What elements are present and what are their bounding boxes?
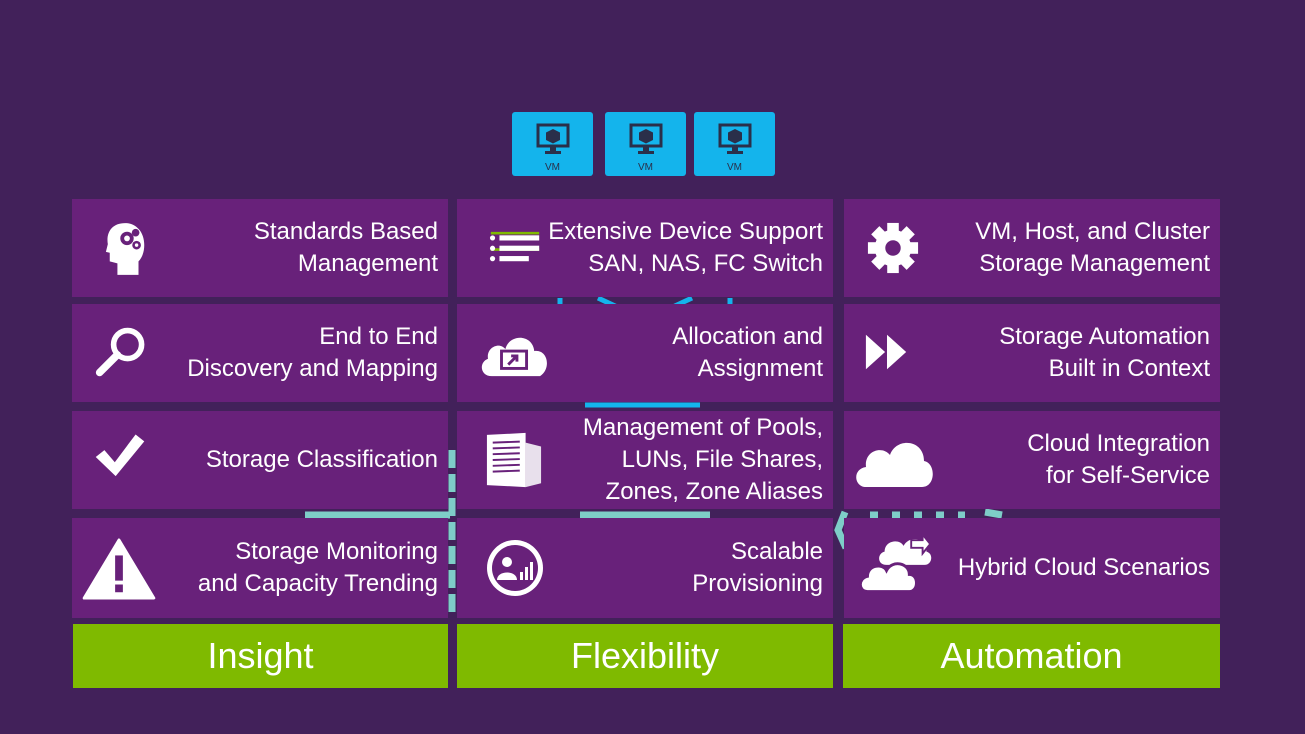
tile-label: Extensive Device Support SAN, NAS, FC Sw… — [548, 218, 823, 277]
tile-extensive-device-support: Extensive Device Support SAN, NAS, FC Sw… — [457, 199, 833, 297]
tile-standards-based-management: Standards Based Management — [72, 199, 448, 297]
tile-label: End to End Discovery and Mapping — [187, 323, 438, 382]
tile-label: Storage Classification — [205, 446, 438, 473]
list-icon — [489, 231, 540, 262]
tile-label: Hybrid Cloud Scenarios — [957, 554, 1210, 581]
vm-label: VM — [545, 162, 560, 173]
magnifier-icon — [95, 327, 145, 377]
tile-cloud-integration: Cloud Integration for Self-Service — [844, 411, 1220, 509]
footer-insight: Insight — [73, 624, 448, 688]
hybrid-cloud-icon — [858, 532, 932, 593]
tile-storage-classification: Storage Classification — [72, 411, 448, 509]
tile-storage-monitoring: Storage Monitoring and Capacity Trending — [72, 518, 448, 618]
cloud-window-icon — [481, 337, 547, 377]
tile-scalable-provisioning: Scalable Provisioning — [457, 518, 833, 618]
footer-automation: Automation — [843, 624, 1220, 688]
tile-management-of-pools: Management of Pools, LUNs, File Shares, … — [457, 411, 833, 509]
tile-allocation-assignment: Allocation and Assignment — [457, 304, 833, 402]
footer-flexibility: Flexibility — [457, 624, 833, 688]
monitor-cube-icon — [629, 123, 663, 154]
tile-label: VM, Host, and Cluster Storage Management — [975, 218, 1210, 277]
tile-label: Cloud Integration for Self-Service — [1027, 430, 1210, 489]
vm-label: VM — [727, 162, 742, 173]
tile-end-to-end-discovery: End to End Discovery and Mapping — [72, 304, 448, 402]
cloud-icon — [856, 442, 933, 487]
tile-label: Storage Monitoring and Capacity Trending — [197, 538, 438, 597]
tile-storage-automation: Storage Automation Built in Context — [844, 304, 1220, 402]
gear-icon — [867, 222, 919, 274]
vm-box-1: VM — [512, 112, 593, 176]
tile-vm-host-cluster: VM, Host, and Cluster Storage Management — [844, 199, 1220, 297]
checkmark-icon — [95, 434, 145, 477]
tile-label: Standards Based Management — [253, 218, 438, 277]
tile-hybrid-cloud: Hybrid Cloud Scenarios — [844, 518, 1220, 618]
tile-label: Allocation and Assignment — [672, 323, 823, 382]
vm-box-3: VM — [694, 112, 775, 176]
fast-forward-icon — [865, 334, 907, 370]
tile-label: Management of Pools, LUNs, File Shares, … — [582, 414, 823, 505]
tile-label: Scalable Provisioning — [692, 538, 823, 597]
head-gears-icon — [105, 223, 145, 275]
warning-icon — [82, 538, 156, 600]
tile-label: Storage Automation Built in Context — [999, 323, 1210, 382]
monitor-cube-icon — [718, 123, 752, 154]
server-icon — [486, 432, 542, 488]
monitor-cube-icon — [536, 123, 570, 154]
vm-label: VM — [638, 162, 653, 173]
vm-box-2: VM — [605, 112, 686, 176]
user-chart-icon — [487, 540, 543, 596]
